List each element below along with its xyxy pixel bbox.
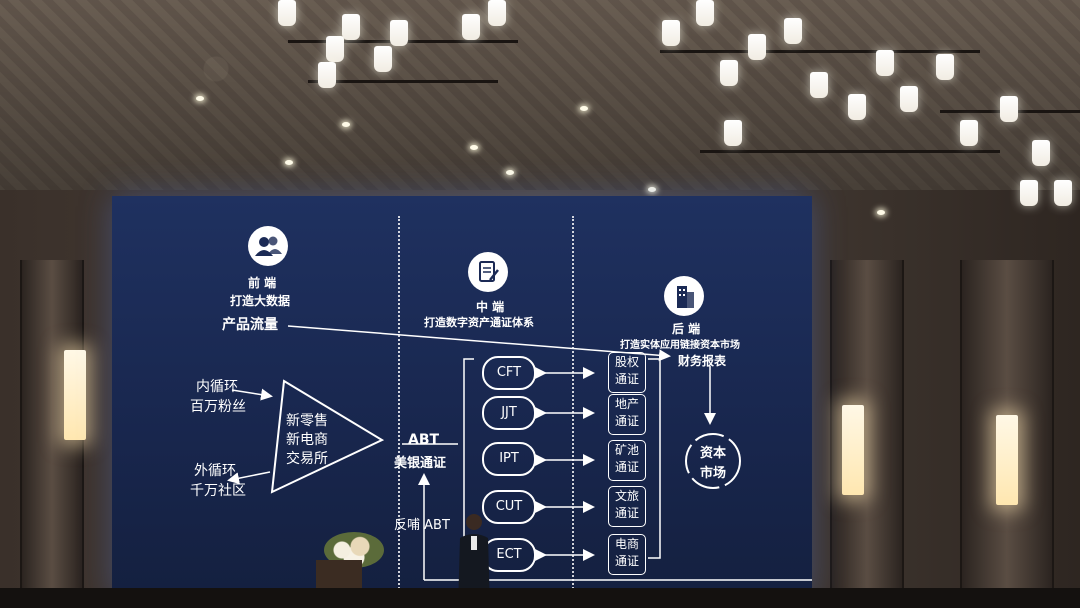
token-cut: CUT xyxy=(482,490,536,524)
abt-subtitle: 美银通证 xyxy=(394,456,447,471)
cert-mining-pool: 矿池 通证 xyxy=(608,440,646,481)
ceiling-spotlight xyxy=(580,106,588,111)
finance-report-label: 财务报表 xyxy=(678,354,727,368)
cert-line: 通证 xyxy=(614,460,639,474)
column-divider xyxy=(572,216,574,596)
column-divider xyxy=(398,216,400,596)
abt-label: ABT xyxy=(408,432,440,448)
triangle-line: 新零售 xyxy=(286,413,328,429)
cert-line: 通证 xyxy=(614,506,639,520)
cert-line: 电商 xyxy=(614,537,639,551)
cert-line: 通证 xyxy=(614,554,639,568)
users-icon xyxy=(248,226,288,266)
ceiling-spotlight xyxy=(285,160,293,165)
ceiling-spotlight xyxy=(342,122,350,127)
product-flow-label: 产品流量 xyxy=(222,317,278,333)
wall-sconce xyxy=(842,405,864,495)
projection-screen: 前 端 打造大数据 中 端 打造数字资产通证体系 后 端 打造实体应用链接资本市… xyxy=(112,196,812,598)
ceiling-spotlight xyxy=(877,210,885,215)
cert-ecommerce: 电商 通证 xyxy=(608,534,646,575)
token-jjt: JJT xyxy=(482,396,536,430)
outer-loop-line1: 外循环 xyxy=(194,463,236,479)
back-subtitle: 打造实体应用链接资本市场 xyxy=(620,340,740,351)
token-cft: CFT xyxy=(482,356,536,390)
cert-line: 股权 xyxy=(614,355,639,369)
inner-loop-line2: 百万粉丝 xyxy=(190,399,246,415)
triangle-line: 新电商 xyxy=(286,432,328,448)
middle-subtitle: 打造数字资产通证体系 xyxy=(424,316,534,329)
cert-line: 矿池 xyxy=(614,443,639,457)
chandelier-left xyxy=(278,0,528,95)
cert-equity: 股权 通证 xyxy=(608,352,646,393)
middle-title: 中 端 xyxy=(476,300,505,314)
capital-market-line1: 资本 xyxy=(700,446,727,461)
cert-line: 通证 xyxy=(614,414,639,428)
triangle-line: 交易所 xyxy=(286,451,328,467)
token-ipt: IPT xyxy=(482,442,536,476)
capital-market-line2: 市场 xyxy=(700,466,727,481)
ceiling-spotlight xyxy=(196,96,204,101)
back-title: 后 端 xyxy=(672,322,701,336)
cert-line: 地产 xyxy=(614,397,639,411)
ceiling-spotlight xyxy=(648,187,656,192)
wall-sconce xyxy=(996,415,1018,505)
feedback-label: 反哺 ABT xyxy=(394,518,450,533)
wall-sconce xyxy=(64,350,86,440)
chandelier-right xyxy=(640,0,1080,210)
audience-silhouettes xyxy=(0,588,1080,608)
front-subtitle: 打造大数据 xyxy=(230,294,291,308)
building-icon xyxy=(664,276,704,316)
ceiling-spotlight xyxy=(470,145,478,150)
cert-real-estate: 地产 通证 xyxy=(608,394,646,435)
cert-line: 文旅 xyxy=(614,489,639,503)
inner-loop-line1: 内循环 xyxy=(196,379,238,395)
triangle-label: 新零售 新电商 交易所 xyxy=(286,412,328,469)
front-title: 前 端 xyxy=(248,276,277,290)
outer-loop-line2: 千万社区 xyxy=(190,483,246,499)
cert-tourism: 文旅 通证 xyxy=(608,486,646,527)
cert-line: 通证 xyxy=(614,372,639,386)
ceiling-spotlight xyxy=(506,170,514,175)
document-icon xyxy=(468,252,508,292)
